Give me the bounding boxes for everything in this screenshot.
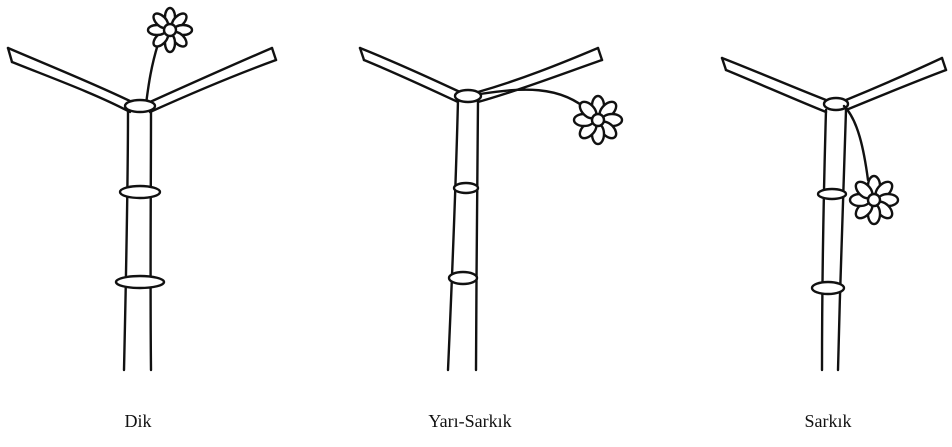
flower: [850, 176, 898, 224]
right-leaf: [150, 48, 272, 102]
left-leaf: [722, 58, 826, 100]
stem-node: [454, 183, 478, 193]
panel-yari-sarkik: [360, 48, 622, 370]
stem: [822, 110, 826, 370]
stem-node: [455, 90, 481, 102]
stem-node: [120, 186, 160, 198]
left-leaf: [8, 48, 132, 102]
left-leaf: [360, 48, 460, 92]
stem: [124, 110, 128, 370]
flower: [148, 8, 192, 52]
flower-stalk: [844, 106, 868, 180]
stem-node: [812, 282, 844, 294]
caption-yari-sarkik: Yarı-Sarkık: [428, 410, 511, 432]
flower-stalk: [480, 90, 590, 112]
caption-sarkik: Sarkık: [805, 410, 852, 432]
caption-dik: Dik: [125, 410, 152, 432]
stem-node: [824, 98, 848, 110]
stem-node: [125, 100, 155, 112]
stem-node: [818, 189, 846, 199]
right-leaf: [478, 48, 598, 92]
stem-node: [116, 276, 164, 288]
right-leaf: [846, 58, 942, 100]
panel-dik: [8, 8, 276, 370]
stem: [448, 100, 458, 370]
panel-sarkik: [722, 58, 946, 370]
flower: [574, 96, 622, 144]
flower-stalk: [146, 44, 158, 104]
stem-node: [449, 272, 477, 284]
